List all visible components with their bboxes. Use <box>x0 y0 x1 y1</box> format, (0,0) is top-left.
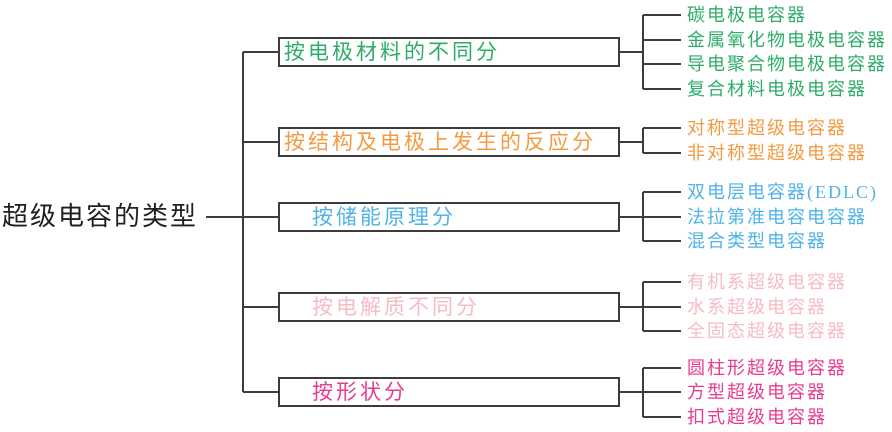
leaf-label: 复合材料电极电容器 <box>687 79 867 99</box>
category-box-storage-principle: 按储能原理分 <box>278 202 620 232</box>
leaf-label: 碳电极电容器 <box>687 5 807 25</box>
category-label: 按结构及电极上发生的反应分 <box>284 130 596 154</box>
category-label: 按电解质不同分 <box>312 295 480 319</box>
leaf-label: 水系超级电容器 <box>687 297 827 317</box>
category-box-electrolyte: 按电解质不同分 <box>278 292 620 322</box>
leaf-label: 全固态超级电容器 <box>687 321 847 341</box>
leaf-label: 双电层电容器(EDLC) <box>687 182 878 202</box>
leaf-label: 金属氧化物电极电容器 <box>687 30 887 50</box>
category-box-structure-reaction: 按结构及电极上发生的反应分 <box>278 127 620 157</box>
leaf-label: 法拉第准电容电容器 <box>687 207 867 227</box>
leaf-label: 对称型超级电容器 <box>687 118 847 138</box>
category-label: 按形状分 <box>312 380 408 404</box>
leaf-label: 方型超级电容器 <box>687 382 827 402</box>
leaf-label: 扣式超级电容器 <box>687 407 827 427</box>
root-label: 超级电容的类型 <box>2 202 199 231</box>
category-box-shape: 按形状分 <box>278 377 620 407</box>
category-box-electrode-material: 按电极材料的不同分 <box>278 37 620 67</box>
leaf-label: 混合类型电容器 <box>687 231 827 251</box>
leaf-label: 有机系超级电容器 <box>687 272 847 292</box>
category-label: 按电极材料的不同分 <box>284 40 500 64</box>
leaf-label: 非对称型超级电容器 <box>687 143 867 163</box>
category-label: 按储能原理分 <box>312 205 456 229</box>
leaf-label: 导电聚合物电极电容器 <box>687 54 887 74</box>
leaf-label: 圆柱形超级电容器 <box>687 358 847 378</box>
